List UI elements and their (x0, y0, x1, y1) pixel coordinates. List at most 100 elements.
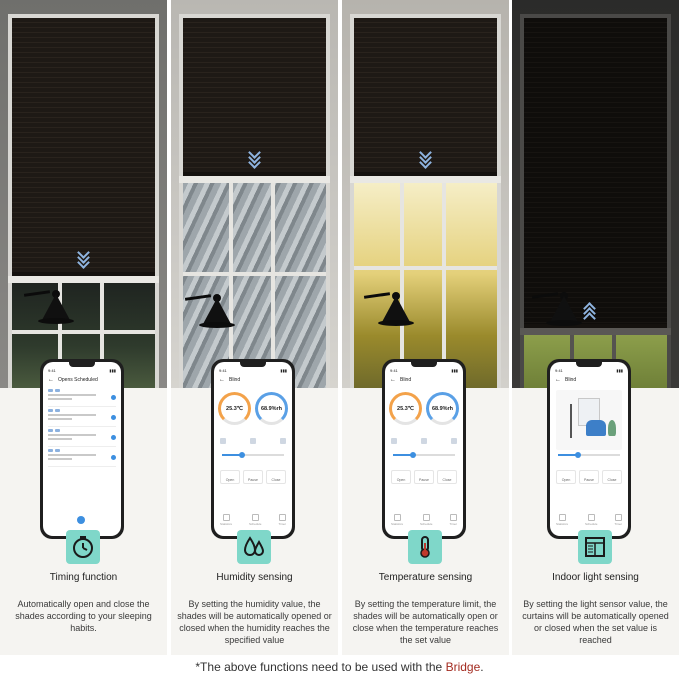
cellular-shade (12, 18, 155, 276)
close-button: Close (266, 470, 286, 484)
window-mullion (100, 282, 104, 388)
down-arrows-icon (418, 146, 432, 169)
tab-schedule: Schedule (249, 514, 262, 526)
phone-screen-title: ←Blind (390, 377, 412, 383)
tab-statistics: Statistics (220, 514, 232, 526)
feature-description: By setting the temperature limit, the sh… (352, 599, 499, 645)
feature-title: Timing function (49, 572, 118, 583)
feature-title: Humidity sensing (216, 572, 293, 583)
cellular-shade (183, 18, 326, 176)
list-item (48, 429, 116, 447)
open-button: Open (556, 470, 576, 484)
tab-timer: Timer (449, 514, 457, 526)
phone-screen-title: ←Opens Scheduled (48, 377, 98, 383)
close-button: Close (437, 470, 457, 484)
window-sash (179, 176, 330, 183)
feature-panel-humidity: 9:41▮▮▮ ←Blind 25.3℃ 68.9%rh Open Pause … (171, 0, 338, 655)
pause-button: Pause (243, 470, 263, 484)
window-mullion (442, 180, 446, 388)
feature-panel-timing: 9:41▮▮▮ ←Opens Scheduled Timing function… (0, 0, 167, 655)
window-mullion (354, 266, 497, 270)
phone-screen-title: ←Blind (219, 377, 241, 383)
bridge-label: Bridge (445, 660, 481, 674)
phone-mockup: 9:41▮▮▮ ←Blind 25.3℃ 68.9%rh Open Pause … (211, 359, 295, 539)
down-arrows-icon (76, 246, 90, 269)
phone-tab-bar: Statistics Schedule Timer (556, 514, 622, 526)
tab-schedule: Schedule (585, 514, 598, 526)
window-mullion (400, 180, 404, 388)
desk-lamp (184, 292, 241, 332)
cellular-shade (354, 18, 497, 176)
position-slider (222, 452, 284, 458)
feature-description: By setting the humidity value, the shade… (177, 599, 332, 645)
tab-schedule: Schedule (420, 514, 433, 526)
cellular-shade (524, 18, 667, 328)
control-buttons: Open Pause Close (391, 470, 457, 484)
phone-mockup: 9:41▮▮▮ ←Blind 25.3℃ 68.9%rh Open Pause … (382, 359, 466, 539)
window-light-icon (578, 530, 612, 564)
feature-title: Indoor light sensing (552, 572, 639, 583)
bridge-requirement-note: *The above functions need to be used wit… (195, 660, 484, 674)
control-buttons: Open Pause Close (556, 470, 622, 484)
phone-tab-bar: Statistics Schedule Timer (391, 514, 457, 526)
water-drops-icon (237, 530, 271, 564)
feature-panel-temperature: 9:41▮▮▮ ←Blind 25.3℃ 68.9%rh Open Pause … (342, 0, 509, 655)
open-button: Open (220, 470, 240, 484)
add-schedule-icon (77, 516, 85, 524)
humidity-gauge: 68.9%rh (426, 392, 459, 425)
window-shade-photo (512, 0, 679, 388)
schedule-list (48, 387, 116, 468)
window-sash (8, 276, 159, 283)
desk-lamp (23, 288, 80, 328)
thermometer-icon (408, 530, 442, 564)
position-slider (393, 452, 455, 458)
temperature-gauge: 25.3℃ (218, 392, 251, 425)
window-shade-photo (342, 0, 509, 388)
window-shade-photo (0, 0, 167, 388)
list-item (48, 409, 116, 427)
window-mullion (183, 272, 326, 276)
phone-screen: 9:41▮▮▮ ←Blind Open Pause Close Statisti… (550, 362, 628, 536)
humidity-gauge: 68.9%rh (255, 392, 288, 425)
tab-statistics: Statistics (556, 514, 568, 526)
window-mullion (58, 282, 62, 388)
phone-screen: 9:41▮▮▮ ←Blind 25.3℃ 68.9%rh Open Pause … (385, 362, 463, 536)
sensor-gauges: 25.3℃ 68.9%rh (389, 392, 459, 425)
window-mullion (12, 330, 155, 334)
down-arrows-icon (247, 146, 261, 169)
desk-lamp (531, 290, 588, 330)
sensor-gauges: 25.3℃ 68.9%rh (218, 392, 288, 425)
close-button: Close (602, 470, 622, 484)
window-sash (520, 328, 671, 335)
window-shade-photo (171, 0, 338, 388)
phone-mockup: 9:41▮▮▮ ←Opens Scheduled (40, 359, 124, 539)
temperature-gauge: 25.3℃ (389, 392, 422, 425)
window-sash (350, 176, 501, 183)
phone-tab-bar: Statistics Schedule Timer (220, 514, 286, 526)
open-button: Open (391, 470, 411, 484)
window-glass (354, 180, 497, 388)
phone-mockup: 9:41▮▮▮ ←Blind Open Pause Close Statisti… (547, 359, 631, 539)
feature-title: Temperature sensing (378, 572, 473, 583)
feature-panel-light: 9:41▮▮▮ ←Blind Open Pause Close Statisti… (512, 0, 679, 655)
timer-stopwatch-icon (66, 530, 100, 564)
room-illustration (556, 390, 622, 450)
list-item (48, 449, 116, 467)
window-mullion (229, 180, 233, 388)
pause-button: Pause (414, 470, 434, 484)
feature-description: By setting the light sensor value, the c… (522, 599, 669, 645)
control-buttons: Open Pause Close (220, 470, 286, 484)
desk-lamp (363, 290, 420, 330)
tab-timer: Timer (614, 514, 622, 526)
light-threshold-slider (558, 452, 620, 458)
phone-screen-title: ←Blind (555, 377, 577, 383)
window-mullion (271, 180, 275, 388)
pause-button: Pause (579, 470, 599, 484)
tab-statistics: Statistics (391, 514, 403, 526)
window-glass (183, 180, 326, 388)
tab-timer: Timer (278, 514, 286, 526)
feature-description: Automatically open and close the shades … (15, 599, 152, 633)
phone-screen: 9:41▮▮▮ ←Blind 25.3℃ 68.9%rh Open Pause … (214, 362, 292, 536)
list-item (48, 389, 116, 407)
phone-screen: 9:41▮▮▮ ←Opens Scheduled (43, 362, 121, 536)
